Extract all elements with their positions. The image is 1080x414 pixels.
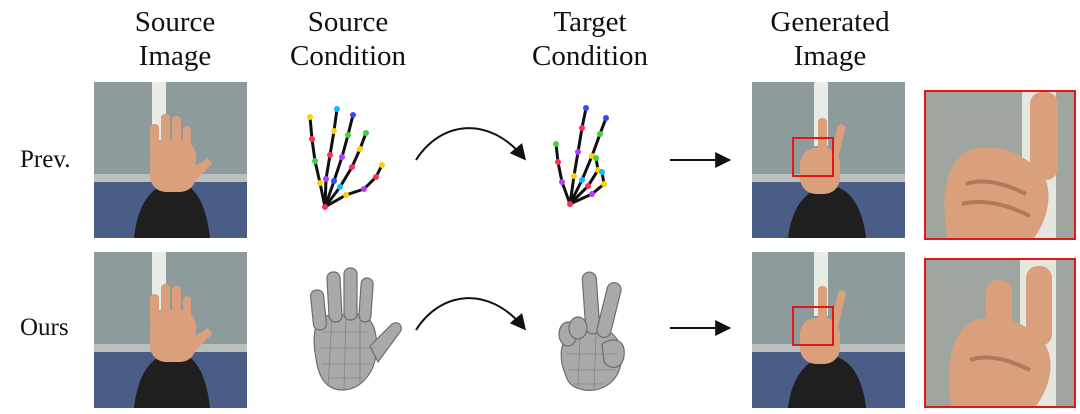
source-condition-mesh-ours: [298, 262, 410, 398]
highlight-box-ours: [792, 306, 834, 346]
zoomed-crop-prev: [924, 90, 1076, 240]
zoomed-crop-ours: [924, 258, 1076, 408]
header-source-condition: Source Condition: [289, 6, 406, 72]
header-source-image: Source Image: [134, 6, 216, 72]
row-label-prev: Prev.: [20, 146, 71, 173]
highlight-box-prev: [792, 137, 834, 177]
generated-image-prev: [752, 82, 905, 238]
target-condition-mesh-ours: [544, 266, 640, 394]
row-label-ours: Ours: [20, 314, 69, 341]
header-generated-image: Generated Image: [770, 6, 890, 72]
header-target-condition: Target Condition: [531, 6, 648, 72]
target-condition-skeleton-prev: [548, 100, 628, 212]
source-condition-skeleton-prev: [290, 95, 400, 215]
source-image-ours: [94, 252, 247, 408]
source-image-prev: [94, 82, 247, 238]
generated-image-ours: [752, 252, 905, 408]
